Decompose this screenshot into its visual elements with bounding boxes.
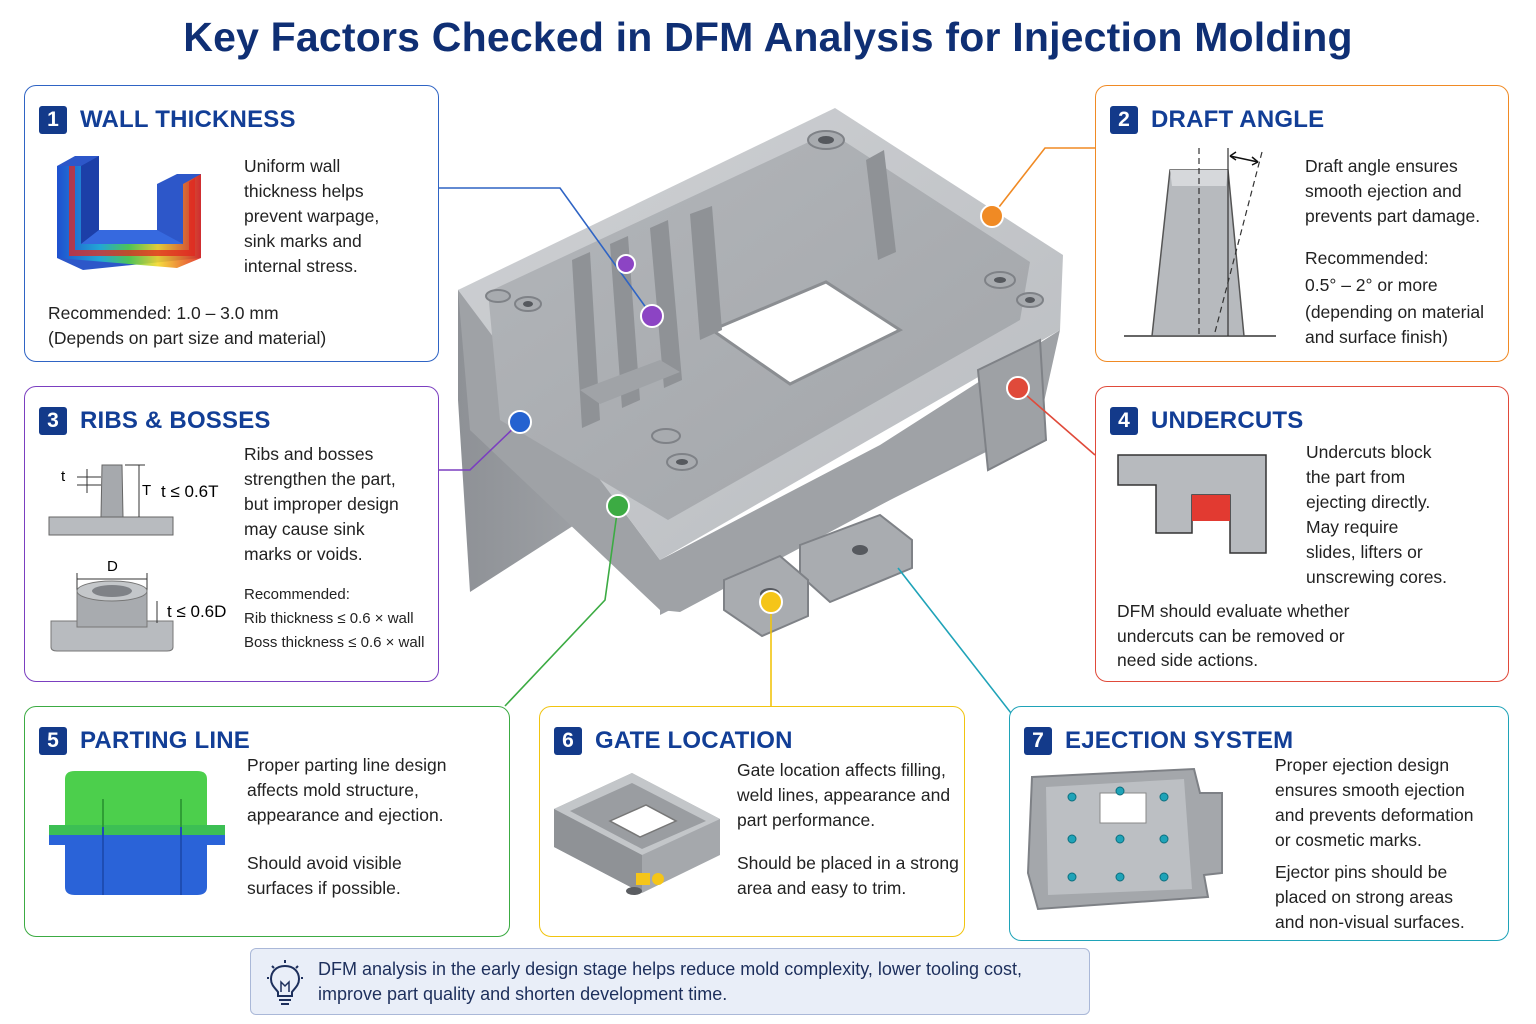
page-title: Key Factors Checked in DFM Analysis for … <box>183 14 1353 60</box>
draft-angle-panel: 2 DRAFT ANGLE Draft angle ensures smooth… <box>1095 85 1509 362</box>
wall-thickness-marker-2 <box>640 304 664 328</box>
draft-angle-diagram <box>1124 148 1276 337</box>
lightbulb-icon <box>267 960 303 1005</box>
panel-title: DRAFT ANGLE <box>1151 106 1325 133</box>
panel-number: 7 <box>1024 727 1052 755</box>
description: Proper ejection design ensures smooth ej… <box>1275 755 1474 850</box>
rib-t-label: t <box>61 468 66 485</box>
note: Should avoid visible surfaces if possibl… <box>247 853 402 898</box>
recommendation: Recommended: 0.5° – 2° or more (dependin… <box>1305 248 1485 347</box>
description: Proper parting line design affects mold … <box>247 755 447 825</box>
gate-location-panel: 6 GATE LOCATION Gate location affects fi… <box>539 706 965 937</box>
parting-line-panel: 5 PARTING LINE Proper parting line desig… <box>24 706 510 937</box>
footer-text: DFM analysis in the early design stage h… <box>318 959 1022 1004</box>
note: DFM should evaluate whether undercuts ca… <box>1117 601 1350 670</box>
ejector-pin-layout-icon <box>1026 767 1223 911</box>
note: Should be placed in a strong area and ea… <box>737 853 959 898</box>
note: Ejector pins should be placed on strong … <box>1275 862 1465 932</box>
parting-line-block-icon <box>49 771 225 895</box>
ribs-bosses-panel: 3 RIBS & BOSSES t T t ≤ 0.6T D t ≤ 0.6D … <box>24 386 439 682</box>
wall-thickness-panel: 1 WALL THICKNESS Uniform wall thickness … <box>24 85 439 362</box>
description: Draft angle ensures smooth ejection and … <box>1305 156 1481 226</box>
description: Undercuts block the part from ejecting d… <box>1306 442 1448 587</box>
panel-number: 5 <box>39 727 67 755</box>
panel-title: RIBS & BOSSES <box>80 407 271 434</box>
undercut-section-diagram <box>1117 454 1267 554</box>
wall-thickness-marker <box>616 254 636 274</box>
ejection-system-panel: 7 EJECTION SYSTEM Proper ejection design… <box>1009 706 1509 941</box>
panel-title: PARTING LINE <box>80 727 250 754</box>
panel-title: WALL THICKNESS <box>80 106 296 133</box>
rib-boss-diagram: t T t ≤ 0.6T D t ≤ 0.6D <box>48 464 226 652</box>
description: Ribs and bosses strengthen the part, but… <box>244 444 399 564</box>
panel-title: EJECTION SYSTEM <box>1065 727 1294 754</box>
parting-line-marker <box>606 494 630 518</box>
gate-marker <box>759 590 783 614</box>
panel-number: 1 <box>39 106 67 134</box>
boss-D-label: D <box>107 558 118 575</box>
rib-rule-label: t ≤ 0.6T <box>161 482 219 501</box>
thickness-heatmap-icon <box>57 156 201 270</box>
panel-number: 6 <box>554 727 582 755</box>
ribs-marker <box>508 410 532 434</box>
panel-number: 2 <box>1110 106 1138 134</box>
description: Uniform wall thickness helps prevent war… <box>244 156 380 276</box>
panel-number: 4 <box>1110 407 1138 435</box>
footer-tip: DFM analysis in the early design stage h… <box>250 948 1090 1015</box>
undercut-marker <box>1006 376 1030 400</box>
recommendation: Recommended: Rib thickness ≤ 0.6 × wall … <box>244 586 425 651</box>
undercuts-panel: 4 UNDERCUTS Undercuts block the part fro… <box>1095 386 1509 682</box>
draft-angle-marker <box>980 204 1004 228</box>
panel-title: UNDERCUTS <box>1151 407 1304 434</box>
panel-number: 3 <box>39 407 67 435</box>
gated-housing-icon <box>554 773 720 895</box>
boss-rule-label: t ≤ 0.6D <box>167 602 226 621</box>
description: Gate location affects filling, weld line… <box>737 760 951 830</box>
recommendation: Recommended: 1.0 – 3.0 mm (Depends on pa… <box>48 303 327 348</box>
panel-title: GATE LOCATION <box>595 727 793 754</box>
rib-T-label: T <box>142 482 151 499</box>
